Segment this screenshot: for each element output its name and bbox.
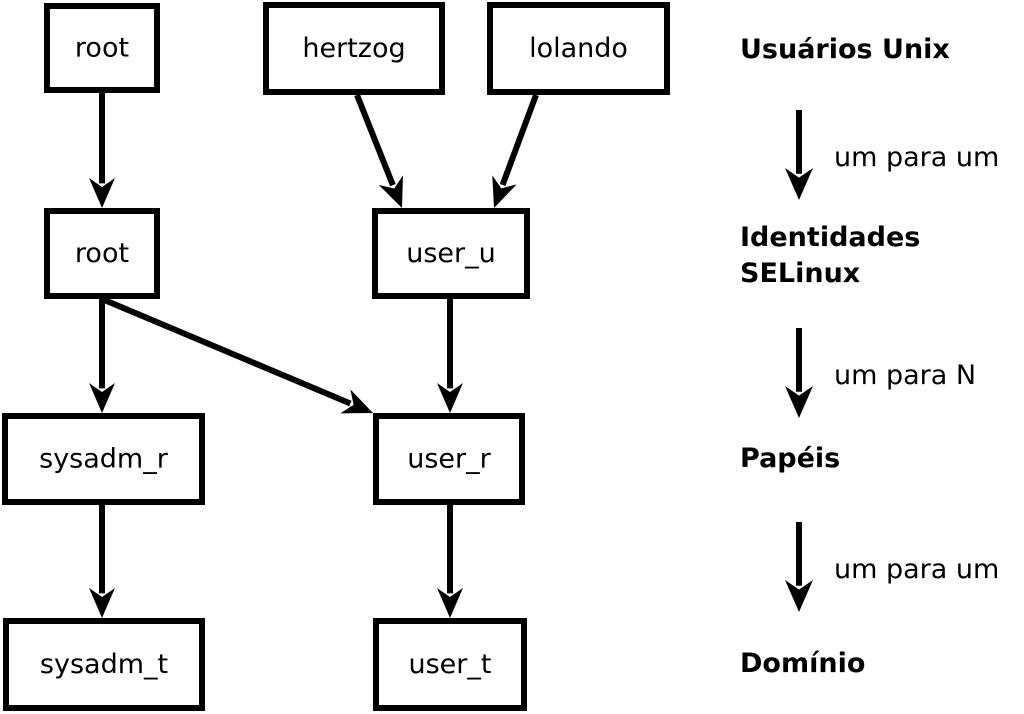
legend-arrow-rel-um-para-um-1 <box>785 110 813 200</box>
edge-e-sel-root-to-user-r-head <box>340 389 373 414</box>
edge-e-sysadm-r-to-sysadm-t-head <box>89 588 115 618</box>
edge-e-user-u-to-user-r-head <box>437 383 463 413</box>
node-unix_lolando-box[interactable] <box>487 2 670 95</box>
edge-e-sel-root-to-sysadm-r-head <box>89 383 115 413</box>
edge-e-sel-root-to-user-r-shaft <box>100 296 352 407</box>
node-dom_sysadm-box[interactable] <box>3 618 205 711</box>
legend-stage-identidades-line-1: SELinux <box>740 258 860 289</box>
edges-layer <box>89 93 539 618</box>
node-dom_user-label: user_t <box>409 649 492 680</box>
node-dom_user-box[interactable] <box>373 618 527 711</box>
legend-stage-identidades-line-0: Identidades <box>740 222 920 253</box>
node-unix_hertzog-box[interactable] <box>263 2 445 95</box>
edge-e-sysadm-r-to-sysadm-t <box>89 505 115 618</box>
node-role_user-box[interactable] <box>373 413 525 505</box>
legend-stage-dominio-line-0: Domínio <box>740 648 865 679</box>
node-sel_user_u[interactable]: user_u <box>372 208 530 299</box>
legend-label-rel-um-para-n: um para N <box>834 360 976 391</box>
node-dom_sysadm[interactable]: sysadm_t <box>3 618 205 711</box>
node-unix_root-label: root <box>75 33 129 64</box>
node-sel_root[interactable]: root <box>44 208 160 299</box>
node-unix_hertzog-label: hertzog <box>302 33 405 64</box>
node-role_sysadm[interactable]: sysadm_r <box>2 413 205 505</box>
edge-e-lolando-to-user-u <box>492 93 539 208</box>
node-sel_root-label: root <box>75 238 129 269</box>
edge-e-hertzog-to-user-u <box>354 93 403 208</box>
edge-e-unix-root-to-sel-root <box>89 93 115 208</box>
node-unix_root[interactable]: root <box>44 3 160 93</box>
edge-e-user-r-to-user-t <box>437 505 463 618</box>
legend-stage-dominio: Domínio <box>740 648 865 679</box>
edge-e-lolando-to-user-u-head <box>492 175 517 208</box>
node-unix_root-box[interactable] <box>44 3 160 93</box>
node-unix_lolando[interactable]: lolando <box>487 2 670 95</box>
legend-stage-papeis: Papéis <box>740 443 840 474</box>
node-sel_root-box[interactable] <box>44 208 160 299</box>
edge-e-user-r-to-user-t-head <box>437 588 463 618</box>
legend-arrow-rel-um-para-n <box>785 328 813 418</box>
node-role_sysadm-label: sysadm_r <box>39 444 169 475</box>
edge-e-sel-root-to-sysadm-r <box>89 299 115 413</box>
edge-e-hertzog-to-user-u-shaft <box>354 93 396 187</box>
legend-stage-usuarios-unix-line-0: Usuários Unix <box>740 34 950 65</box>
legend-arrow-rel-um-para-um-2-head <box>785 580 813 612</box>
legend-stage-usuarios-unix: Usuários Unix <box>740 34 950 65</box>
node-role_user[interactable]: user_r <box>373 413 525 505</box>
legend-arrow-rel-um-para-um-1-head <box>785 168 813 200</box>
edge-e-user-u-to-user-r <box>437 299 463 413</box>
legend-label-rel-um-para-um-2: um para um <box>834 554 999 585</box>
node-role_user-label: user_r <box>407 444 491 475</box>
edge-e-lolando-to-user-u-shaft <box>499 93 539 186</box>
legend-column: Usuários UnixIdentidadesSELinuxPapéisDom… <box>740 34 999 679</box>
legend-arrow-rel-um-para-n-head <box>785 386 813 418</box>
node-unix_lolando-label: lolando <box>529 33 628 64</box>
node-dom_user[interactable]: user_t <box>373 618 527 711</box>
edge-e-hertzog-to-user-u-head <box>378 175 403 208</box>
legend-label-rel-um-para-um-1: um para um <box>834 142 999 173</box>
node-role_sysadm-box[interactable] <box>2 413 205 505</box>
legend-arrow-rel-um-para-um-2 <box>785 522 813 612</box>
node-sel_user_u-label: user_u <box>406 238 496 269</box>
edge-e-sel-root-to-user-r <box>100 296 373 414</box>
legend-stage-papeis-line-0: Papéis <box>740 443 840 474</box>
edge-e-unix-root-to-sel-root-head <box>89 178 115 208</box>
node-sel_user_u-box[interactable] <box>372 208 530 299</box>
node-dom_sysadm-label: sysadm_t <box>40 649 168 680</box>
node-unix_hertzog[interactable]: hertzog <box>263 2 445 95</box>
